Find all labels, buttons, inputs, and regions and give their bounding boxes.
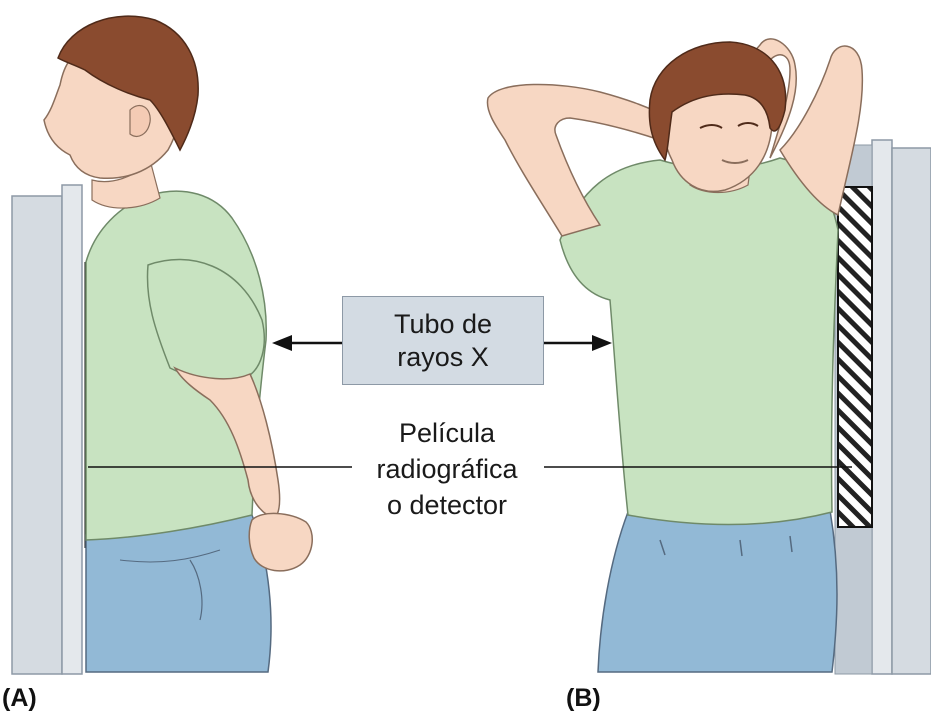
- panel-label-a: (A): [2, 684, 37, 713]
- jeans-b: [598, 510, 837, 672]
- panel-label-b: (B): [566, 684, 601, 713]
- detector-line1: Película: [350, 415, 544, 451]
- panel-b-illustration: [487, 39, 931, 674]
- detector-line3: o detector: [350, 487, 544, 523]
- detector-stand-a: [12, 185, 86, 674]
- fist-a: [249, 513, 312, 570]
- detector-line2: radiográfica: [350, 451, 544, 487]
- detector-stand-b: [835, 140, 931, 674]
- xray-tube-label: Tubo de rayos X: [342, 296, 544, 385]
- panel-a-illustration: [12, 16, 312, 674]
- film-plate-b: [838, 187, 872, 527]
- xray-arrow-right: [544, 335, 612, 351]
- xray-tube-line2: rayos X: [397, 341, 489, 374]
- xray-arrow-left: [272, 335, 342, 351]
- xray-tube-line1: Tubo de: [394, 308, 492, 341]
- detector-label: Película radiográfica o detector: [350, 415, 544, 523]
